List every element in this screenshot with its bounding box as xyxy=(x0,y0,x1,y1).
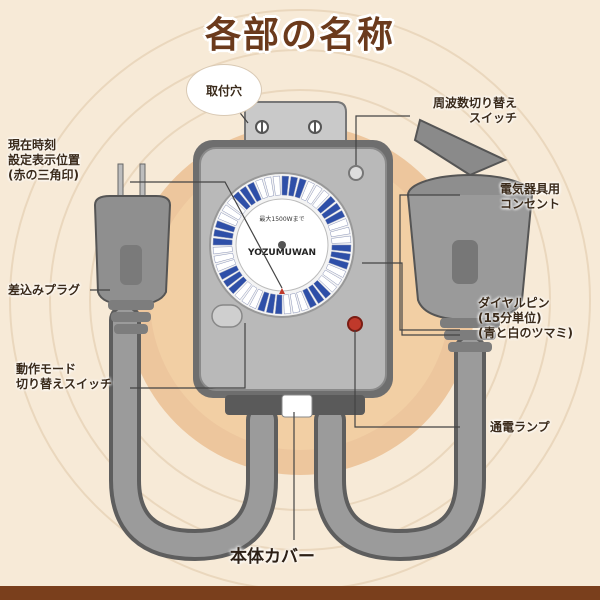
dial-pin xyxy=(266,293,276,314)
dial-max-text: 最大1500Wまで xyxy=(259,215,304,223)
dial-pin xyxy=(263,176,275,197)
dial-pin xyxy=(272,175,281,196)
dial-pin xyxy=(328,257,349,270)
mode-switch-label: 動作モード 切り替えスイッチ xyxy=(16,362,113,391)
frequency-switch-label: 周波数切り替え スイッチ xyxy=(433,96,518,125)
dial-pin xyxy=(274,294,283,315)
dial-pin xyxy=(300,180,315,202)
dial-pin xyxy=(218,265,240,280)
dial-pin xyxy=(281,175,290,196)
leader-lines xyxy=(90,99,460,540)
dial-pin xyxy=(215,220,236,233)
dial-brand: YOZUMUWAN xyxy=(247,248,316,258)
dial-pin xyxy=(296,290,309,312)
cables xyxy=(109,304,486,562)
outlet-label: 電気器具用 コンセント xyxy=(500,182,561,211)
bottom-bar xyxy=(0,586,600,600)
dial-pin xyxy=(255,178,268,200)
dial-pin xyxy=(330,226,351,238)
dial-pin xyxy=(247,181,262,203)
page-title: 各部の名称 xyxy=(204,15,395,56)
dial-pin xyxy=(241,285,258,306)
dial-pin xyxy=(331,244,352,253)
dial-pin xyxy=(283,294,292,315)
dial-pin xyxy=(221,204,242,221)
outlet xyxy=(407,118,533,352)
dial-pin xyxy=(327,218,349,231)
dial-pins xyxy=(212,175,352,315)
dial-pin xyxy=(318,275,338,293)
dial-pin xyxy=(228,276,247,295)
dial-pin xyxy=(317,195,336,214)
dial-pin xyxy=(239,186,256,206)
dial-pin xyxy=(232,191,251,210)
dial-pin xyxy=(306,184,323,205)
dial-pin xyxy=(226,197,246,215)
mounting-hole-label: 取付穴 xyxy=(186,64,262,116)
dial-pin xyxy=(234,281,252,301)
current-time-indicator-label: 現在時刻 設定表示位置 (赤の三角印) xyxy=(8,138,81,182)
dial-pin xyxy=(324,210,346,225)
dial-pin xyxy=(321,202,341,219)
dial-pin xyxy=(223,271,243,288)
dial-pin xyxy=(308,284,325,304)
dial-pin xyxy=(312,189,330,209)
red-triangle-marker xyxy=(279,288,285,294)
dial-pin xyxy=(213,229,234,239)
dial-pins-label: ダイヤルピン (15分単位) (青と白のツマミ) xyxy=(478,296,573,340)
dial-pin xyxy=(217,212,239,227)
dial: YOZUMUWAN 最大1500Wまで xyxy=(209,172,355,318)
dial-pin xyxy=(212,237,233,246)
dial-pin xyxy=(215,259,237,272)
plug xyxy=(93,163,172,334)
dial-pin xyxy=(213,252,234,264)
dial-pin xyxy=(322,269,343,286)
plug-label: 差込みプラグ xyxy=(8,283,81,297)
dial-pin xyxy=(294,178,307,199)
dial-pin xyxy=(288,176,298,197)
body-cover-label: 本体カバー xyxy=(230,547,315,567)
dial-pin xyxy=(302,287,317,309)
dial-pin xyxy=(330,251,351,261)
power-lamp-label: 通電ランプ xyxy=(490,420,550,434)
dial-pin xyxy=(325,263,347,278)
dial-pin xyxy=(331,235,352,244)
dial-pin xyxy=(257,291,270,312)
dial-pin xyxy=(313,280,332,299)
dial-pin xyxy=(212,246,233,255)
dial-pin xyxy=(249,288,264,310)
dial-pin xyxy=(289,293,301,314)
